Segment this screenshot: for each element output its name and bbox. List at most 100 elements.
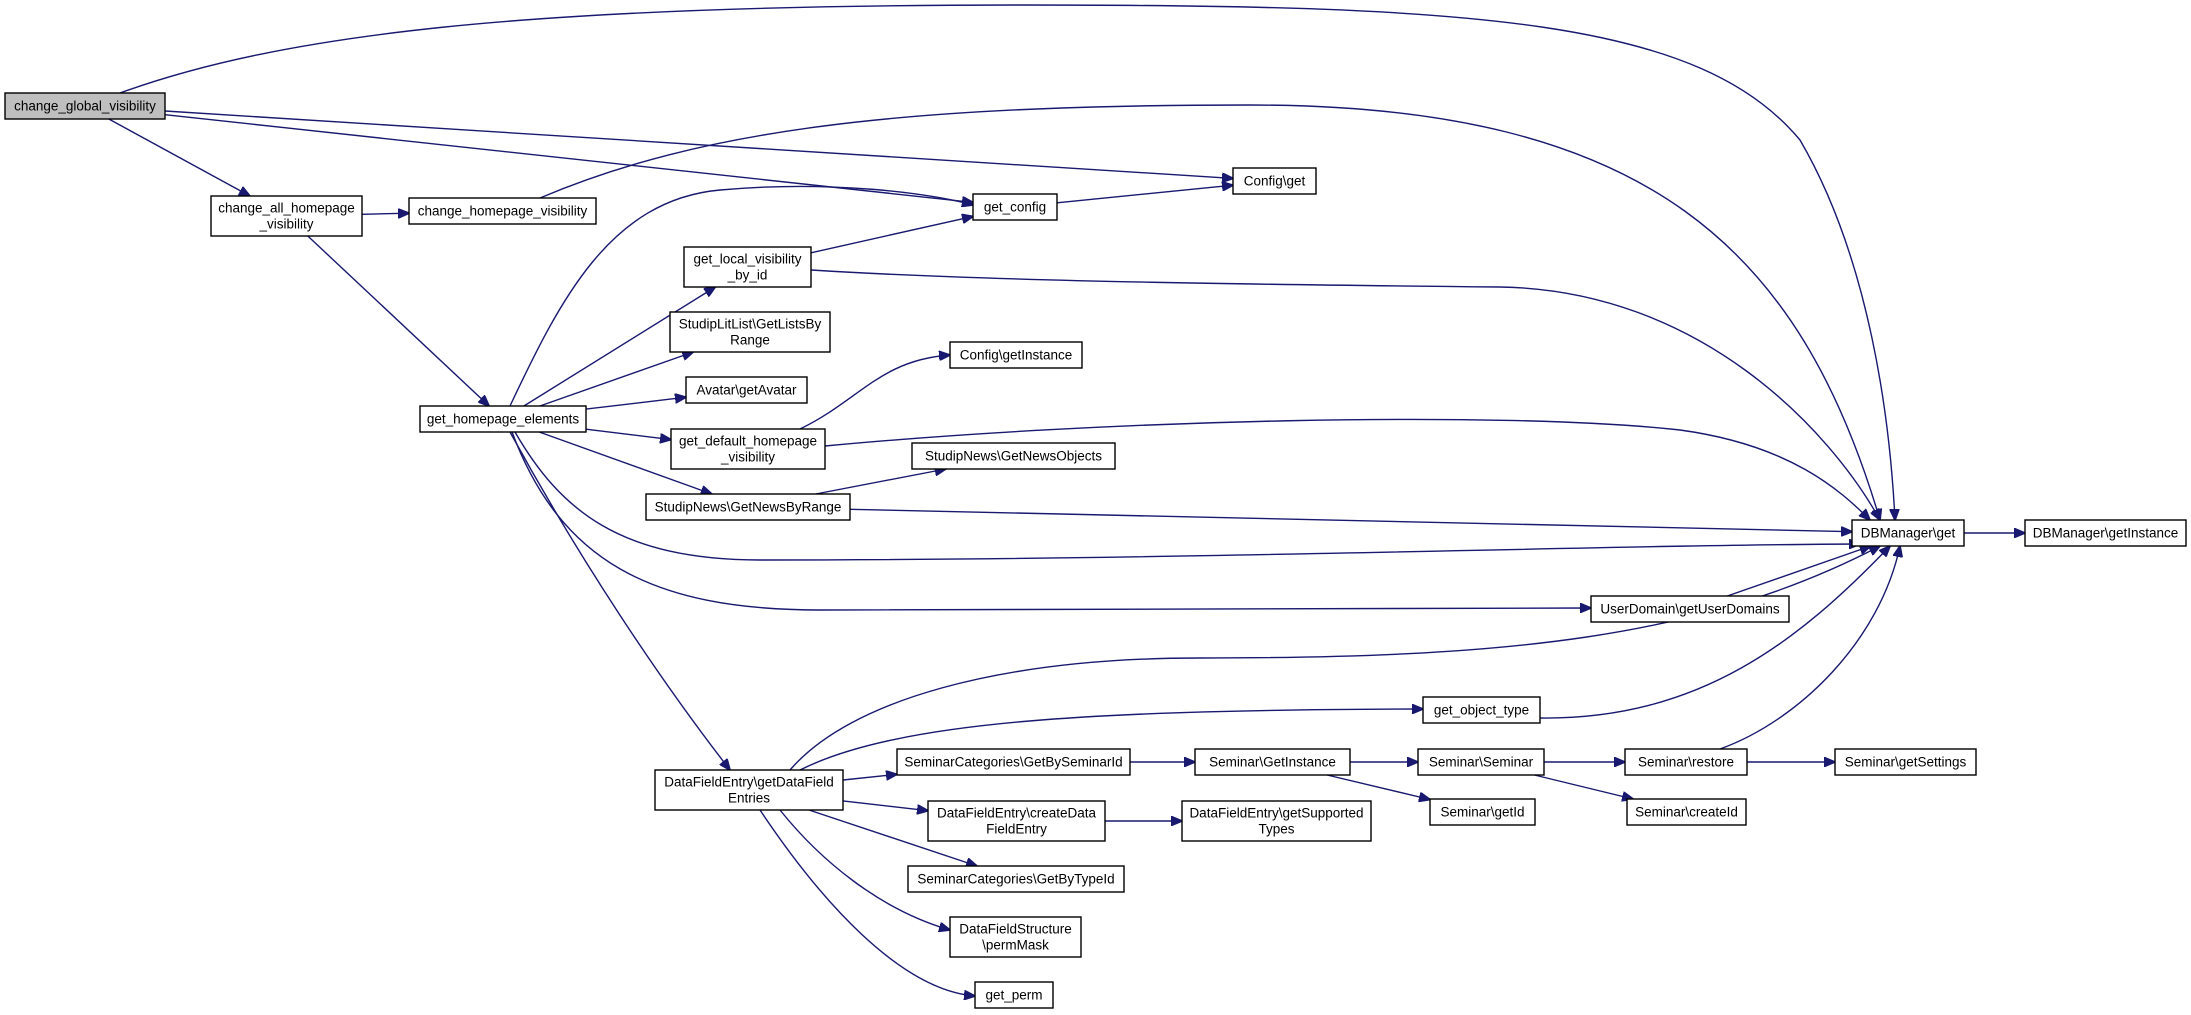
node-box [949, 341, 1083, 369]
edge-get_homepage_elements-to-dbmanager_get [514, 431, 1860, 561]
node-label: change_homepage_visibility [418, 204, 588, 219]
node-box [2024, 519, 2187, 547]
node-label: DataFieldEntry\getSupported [1189, 806, 1363, 821]
edge-get_default_homepage_visibility-to-dbmanager_get [824, 418, 1870, 520]
edge-datafieldentry_getdatafieldentries-to-get_perm [759, 809, 975, 996]
node-get-config[interactable]: get_config [972, 193, 1058, 221]
node-label: StudipNews\GetNewsObjects [925, 449, 1102, 464]
node-label: \permMask [982, 938, 1049, 953]
node-label: get_default_homepage [679, 434, 817, 449]
node-label: Seminar\GetInstance [1209, 755, 1336, 770]
node-label: FieldEntry [986, 822, 1047, 837]
node-seminarcategories-getbyseminarid[interactable]: SeminarCategories\GetBySeminarId [896, 748, 1131, 776]
node-change-global-visibility[interactable]: change_global_visibility [4, 92, 166, 120]
edge-datafieldentry_getdatafieldentries-to-seminarcategories_getbyseminarid [842, 774, 897, 781]
node-box [408, 197, 597, 225]
node-box [419, 405, 587, 433]
node-get-homepage-elements[interactable]: get_homepage_elements [419, 405, 587, 433]
node-config-getinstance[interactable]: Config\getInstance [949, 341, 1083, 369]
node-label: DBManager\get [1861, 526, 1956, 541]
edge-change_homepage_visibility-to-dbmanager_get [539, 104, 1880, 520]
node-box [1194, 748, 1351, 776]
edge-get_homepage_elements-to-avatar_getavatar [585, 397, 686, 410]
node-datafieldstructure-permmask[interactable]: DataFieldStructure\permMask [949, 916, 1082, 958]
node-seminar-getsettings[interactable]: Seminar\getSettings [1834, 748, 1977, 776]
node-label: Seminar\Seminar [1429, 755, 1534, 770]
node-seminar-getinstance[interactable]: Seminar\GetInstance [1194, 748, 1351, 776]
node-dbmanager-get[interactable]: DBManager\get [1851, 519, 1965, 547]
node-label: UserDomain\getUserDomains [1600, 602, 1780, 617]
node-box [210, 195, 363, 237]
node-label: _visibility [258, 217, 313, 232]
node-label: Config\getInstance [960, 348, 1073, 363]
node-label: SeminarCategories\GetBySeminarId [904, 755, 1122, 770]
node-box [949, 916, 1082, 958]
node-seminar-restore[interactable]: Seminar\restore [1624, 748, 1748, 776]
node-label: get_perm [985, 988, 1042, 1003]
node-label: Avatar\getAvatar [696, 383, 797, 398]
edge-get_default_homepage_visibility-to-config_getinstance [799, 355, 950, 430]
node-label: Range [730, 333, 770, 348]
node-dbmanager-getinstance[interactable]: DBManager\getInstance [2024, 519, 2187, 547]
node-label: DataFieldStructure [959, 922, 1072, 937]
edge-datafieldentry_getdatafieldentries-to-seminarcategories_getbytypeid [808, 809, 977, 866]
edge-get_homepage_elements-to-studiplitlist_getlistsbyrange [539, 352, 693, 407]
node-get-perm[interactable]: get_perm [974, 981, 1054, 1009]
node-change-all-homepage-visibility[interactable]: change_all_homepage_visibility [210, 195, 363, 237]
node-label: get_homepage_elements [427, 412, 580, 427]
node-box [1429, 798, 1536, 826]
node-get-default-homepage-visibility[interactable]: get_default_homepage_visibility [670, 428, 826, 470]
node-label: Seminar\getId [1440, 805, 1524, 820]
node-seminarcategories-getbytypeid[interactable]: SeminarCategories\GetByTypeId [907, 865, 1125, 893]
edge-datafieldentry_getdatafieldentries-to-datafieldstructure_permmask [779, 809, 950, 930]
edge-get_homepage_elements-to-get_config [509, 185, 973, 407]
edge-get_local_visibility_by_id-to-dbmanager_get [810, 269, 1880, 520]
node-avatar-getavatar[interactable]: Avatar\getAvatar [685, 376, 808, 404]
node-label: DBManager\getInstance [2033, 526, 2179, 541]
node-label: Seminar\restore [1638, 755, 1734, 770]
edge-seminar_seminar-to-seminar_createid [1534, 774, 1633, 799]
node-box [1851, 519, 1965, 547]
node-box [974, 981, 1054, 1009]
node-userdomain-getuserdomains[interactable]: UserDomain\getUserDomains [1590, 595, 1790, 623]
edge-datafieldentry_getdatafieldentries-to-dbmanager_get [789, 546, 1880, 771]
node-label: SeminarCategories\GetByTypeId [917, 872, 1114, 887]
node-box [927, 800, 1106, 842]
node-seminar-getid[interactable]: Seminar\getId [1429, 798, 1536, 826]
node-label: DataFieldEntry\createData [937, 806, 1097, 821]
node-config-get[interactable]: Config\get [1232, 167, 1317, 195]
node-change-homepage-visibility[interactable]: change_homepage_visibility [408, 197, 597, 225]
node-label: Config\get [1244, 174, 1306, 189]
node-box [654, 769, 844, 811]
node-box [685, 376, 808, 404]
node-label: StudipLitList\GetListsBy [679, 317, 822, 332]
edge-get_homepage_elements-to-studipnews_getnewsbyrange [538, 431, 712, 494]
node-box [1590, 595, 1790, 623]
node-label: change_global_visibility [14, 99, 156, 114]
edge-get_object_type-to-dbmanager_get [1539, 546, 1890, 719]
edge-get_local_visibility_by_id-to-get_config [810, 216, 973, 254]
node-seminar-createid[interactable]: Seminar\createId [1626, 798, 1747, 826]
node-get-local-visibility-by-id[interactable]: get_local_visibility_by_id [683, 246, 812, 288]
node-label: Entries [728, 791, 770, 806]
edge-change_global_visibility-to-config_get [164, 110, 1233, 178]
node-label: get_local_visibility [693, 252, 801, 267]
node-studipnews-getnewsobjects[interactable]: StudipNews\GetNewsObjects [911, 442, 1116, 470]
node-label: _visibility [720, 450, 775, 465]
node-box [1417, 748, 1545, 776]
edge-get_homepage_elements-to-get_default_homepage_visibility [585, 428, 671, 439]
node-label: get_config [984, 200, 1046, 215]
edge-change_global_visibility-to-get_config [164, 114, 973, 203]
node-studipnews-getnewsbyrange[interactable]: StudipNews\GetNewsByRange [645, 493, 851, 521]
node-box [1232, 167, 1317, 195]
edge-get_homepage_elements-to-userdomain_getuserdomains [511, 431, 1591, 610]
node-seminar-seminar[interactable]: Seminar\Seminar [1417, 748, 1545, 776]
node-layer: change_global_visibility change_all_homep… [4, 92, 2187, 1009]
edge-seminar_getinstance-to-seminar_getid [1326, 774, 1430, 800]
node-get-object-type[interactable]: get_object_type [1422, 696, 1541, 724]
